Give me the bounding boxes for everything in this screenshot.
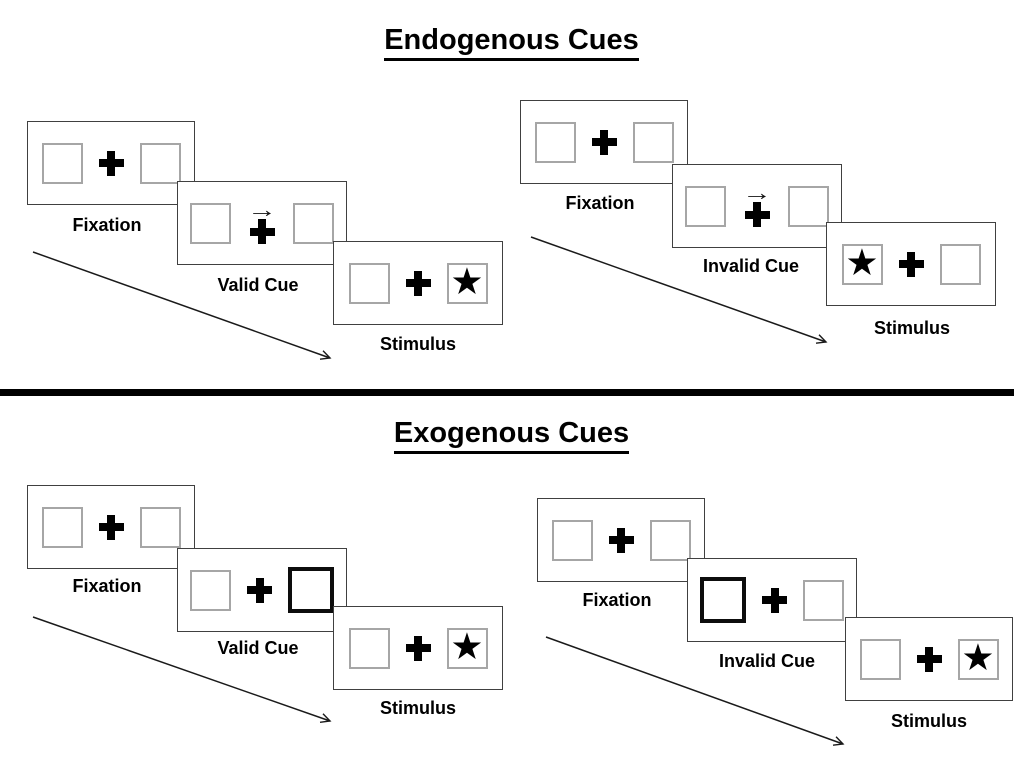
fixation-cross-icon <box>247 577 272 603</box>
star-stimulus-icon: ★ <box>450 261 484 302</box>
right-placeholder-box <box>649 519 691 561</box>
left-placeholder-box <box>190 202 231 244</box>
time-sequence-arrow <box>32 251 332 360</box>
fixation-cross-icon <box>591 129 617 155</box>
valid-cue-label: Valid Cue <box>217 275 299 295</box>
stimulus-panel: ★ <box>826 222 996 306</box>
fixation-cross-icon <box>744 202 770 227</box>
right-stimulus-box: ★ <box>446 626 488 669</box>
left-placeholder-box <box>685 185 726 227</box>
fixation-label: Fixation <box>72 215 142 235</box>
right-placeholder-box <box>139 142 181 184</box>
time-sequence-arrow <box>530 236 828 344</box>
exogenous-section-title: Exogenous Cues <box>0 417 1023 455</box>
fixation-panel <box>520 100 688 184</box>
right-stimulus-box: ★ <box>957 637 999 680</box>
fixation-panel <box>27 121 195 205</box>
right-placeholder-box <box>803 579 844 621</box>
right-stimulus-box: ★ <box>446 261 488 304</box>
left-placeholder-box <box>41 506 83 548</box>
star-stimulus-icon: ★ <box>450 626 484 667</box>
stimulus-panel: ★ <box>333 606 503 690</box>
valid-cue-label: Valid Cue <box>217 638 299 658</box>
fixation-cross-icon <box>916 646 942 672</box>
star-stimulus-icon: ★ <box>961 637 995 678</box>
left-placeholder-box <box>190 569 231 611</box>
right-placeholder-box <box>139 506 181 548</box>
left-placeholder-box <box>348 262 390 304</box>
stimulus-label: Stimulus <box>890 711 967 731</box>
left-placeholder-box <box>534 121 576 163</box>
left-placeholder-box <box>551 519 593 561</box>
invalid-cue-panel <box>687 558 857 642</box>
cue-arrow-right-icon: → <box>742 180 772 205</box>
central-cue-group: → <box>742 180 772 227</box>
stimulus-panel: ★ <box>333 241 503 325</box>
fixation-label: Fixation <box>565 193 635 213</box>
right-placeholder-box <box>788 185 829 227</box>
left-placeholder-box <box>859 638 901 680</box>
fixation-cross-icon <box>608 527 634 553</box>
fixation-panel <box>537 498 705 582</box>
endogenous-section-title: Endogenous Cues <box>0 24 1023 62</box>
right-placeholder-box <box>939 243 981 285</box>
star-stimulus-icon: ★ <box>845 242 879 283</box>
endogenous-title-text: Endogenous Cues <box>384 24 639 62</box>
left-stimulus-box: ★ <box>841 242 883 285</box>
fixation-panel <box>27 485 195 569</box>
exogenous-title-text: Exogenous Cues <box>393 417 630 455</box>
fixation-label: Fixation <box>72 576 142 596</box>
central-cue-group: → <box>247 197 277 244</box>
left-placeholder-box <box>348 627 390 669</box>
fixation-cross-icon <box>98 514 124 540</box>
left-bold-cue-box <box>700 577 746 623</box>
invalid-cue-label: Invalid Cue <box>718 651 816 671</box>
stimulus-panel: ★ <box>845 617 1013 701</box>
time-sequence-arrow <box>32 616 332 723</box>
fixation-cross-icon <box>249 219 275 244</box>
invalid-cue-panel: → <box>672 164 842 248</box>
left-placeholder-box <box>41 142 83 184</box>
right-bold-cue-box <box>288 567 334 613</box>
fixation-cross-icon <box>405 270 431 296</box>
cue-arrow-right-icon: → <box>247 197 277 222</box>
right-placeholder-box <box>632 121 674 163</box>
fixation-label: Fixation <box>582 590 652 610</box>
fixation-cross-icon <box>898 251 924 277</box>
fixation-cross-icon <box>98 150 124 176</box>
section-divider <box>0 389 1014 396</box>
right-placeholder-box <box>293 202 334 244</box>
fixation-cross-icon <box>405 635 431 661</box>
valid-cue-panel: → <box>177 181 347 265</box>
valid-cue-panel <box>177 548 347 632</box>
invalid-cue-label: Invalid Cue <box>702 256 800 276</box>
fixation-cross-icon <box>762 587 787 613</box>
stimulus-label: Stimulus <box>873 318 950 338</box>
stimulus-label: Stimulus <box>379 334 456 354</box>
stimulus-label: Stimulus <box>379 698 456 718</box>
